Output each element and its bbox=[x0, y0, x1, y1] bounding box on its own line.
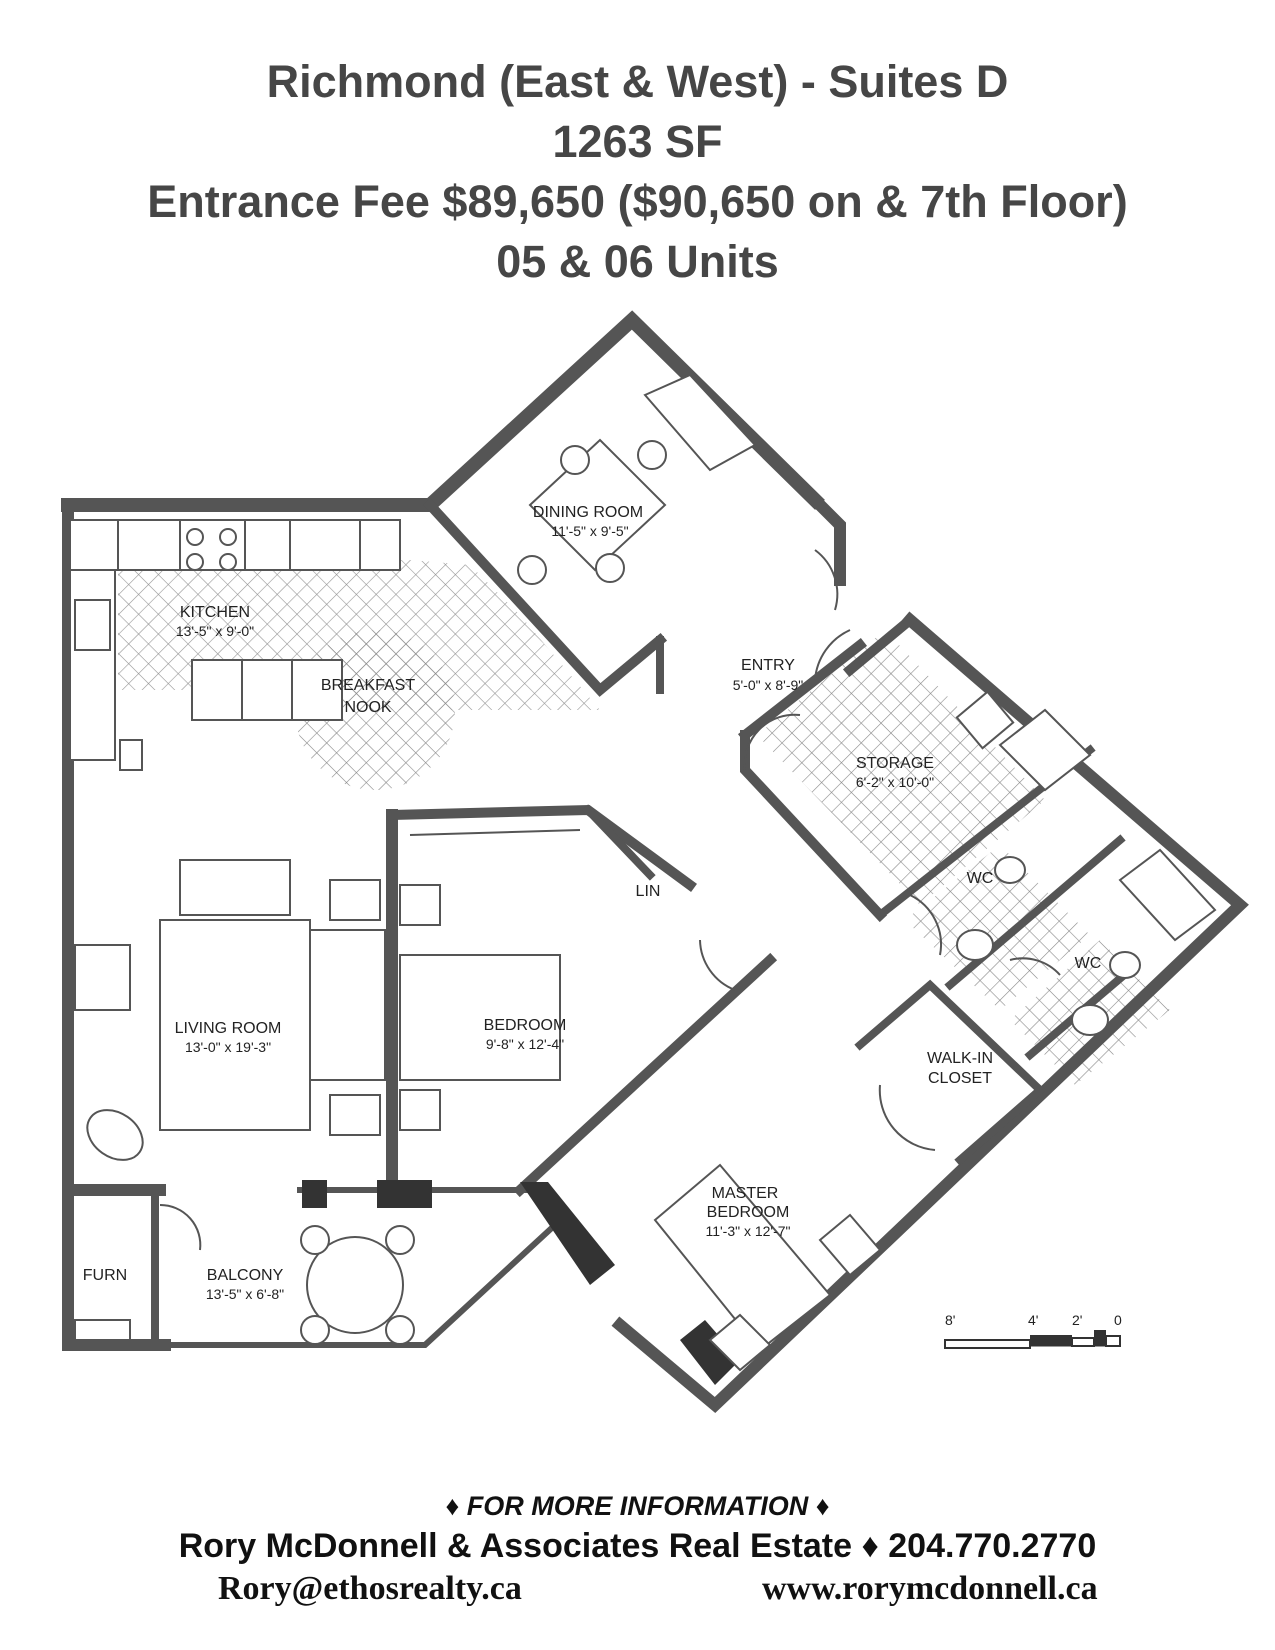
balcony-table bbox=[74, 1225, 415, 1345]
door-swings bbox=[159, 549, 1061, 1251]
living-room-label: LIVING ROOM bbox=[175, 1020, 282, 1037]
balcony-dims: 13'-5" x 6'-8" bbox=[206, 1286, 284, 1302]
scale-bar: 8' 4' 2' 0 bbox=[944, 1312, 1122, 1349]
header: Richmond (East & West) - Suites D 1263 S… bbox=[0, 52, 1275, 292]
kitchen-dims: 13'-5" x 9'-0" bbox=[176, 623, 254, 639]
furnace-label: FURN bbox=[83, 1267, 127, 1284]
dining-room-dims: 11'-5" x 9'-5" bbox=[551, 523, 628, 539]
entry-dims: 5'-0" x 8'-9" bbox=[733, 677, 804, 693]
wc-label-2: WC bbox=[1075, 955, 1102, 972]
scale-2ft: 2' bbox=[1072, 1312, 1082, 1328]
square-footage: 1263 SF bbox=[552, 116, 723, 167]
master-furniture bbox=[653, 1163, 882, 1372]
master-label-1: MASTER bbox=[712, 1185, 779, 1202]
bedroom-dims: 9'-8" x 12'-4" bbox=[486, 1036, 564, 1052]
storage-label: STORAGE bbox=[856, 755, 934, 772]
company-line: Rory McDonnell & Associates Real Estate … bbox=[178, 1527, 1097, 1565]
title: Richmond (East & West) - Suites D bbox=[266, 56, 1009, 107]
bathroom-fixtures bbox=[955, 690, 1217, 1036]
living-room-dims: 13'-0" x 19'-3" bbox=[185, 1039, 271, 1055]
bedroom-label: BEDROOM bbox=[484, 1017, 567, 1034]
master-label-2: BEDROOM bbox=[707, 1204, 790, 1221]
dining-table bbox=[517, 373, 757, 585]
linen-label: LIN bbox=[636, 883, 661, 900]
walkin-label-2: CLOSET bbox=[928, 1070, 992, 1087]
bedroom-furniture bbox=[399, 829, 581, 1131]
scale-0ft: 0 bbox=[1114, 1312, 1122, 1328]
stove-burners bbox=[186, 528, 237, 571]
wc-label-1: WC bbox=[967, 870, 994, 887]
master-dims: 11'-3" x 12'-7" bbox=[705, 1223, 790, 1239]
nook-label-1: BREAKFAST bbox=[321, 677, 415, 694]
nook-label-2: NOOK bbox=[344, 699, 391, 716]
wall-piers bbox=[302, 1180, 740, 1385]
email-link[interactable]: Rory@ethosrealty.ca bbox=[218, 1570, 522, 1607]
footer: ♦ FOR MORE INFORMATION ♦ Rory McDonnell … bbox=[0, 1488, 1275, 1614]
website-link[interactable]: www.rorymcdonnell.ca bbox=[762, 1570, 1098, 1607]
living-furniture bbox=[74, 739, 386, 1161]
scale-8ft: 8' bbox=[945, 1312, 955, 1328]
storage-dims: 6'-2" x 10'-0" bbox=[856, 774, 934, 790]
kitchen-label: KITCHEN bbox=[180, 604, 250, 621]
balcony-label: BALCONY bbox=[207, 1267, 284, 1284]
scale-4ft: 4' bbox=[1028, 1312, 1038, 1328]
units: 05 & 06 Units bbox=[496, 236, 779, 287]
entry-label: ENTRY bbox=[741, 657, 795, 674]
more-info-heading: ♦ FOR MORE INFORMATION ♦ bbox=[445, 1491, 830, 1521]
walkin-label-1: WALK-IN bbox=[927, 1050, 993, 1067]
dining-room-label: DINING ROOM bbox=[533, 504, 643, 521]
entrance-fee: Entrance Fee $89,650 ($90,650 on & 7th F… bbox=[147, 176, 1128, 227]
contact-row: Rory@ethosrealty.ca www.rorymcdonnell.ca bbox=[0, 1570, 1275, 1614]
